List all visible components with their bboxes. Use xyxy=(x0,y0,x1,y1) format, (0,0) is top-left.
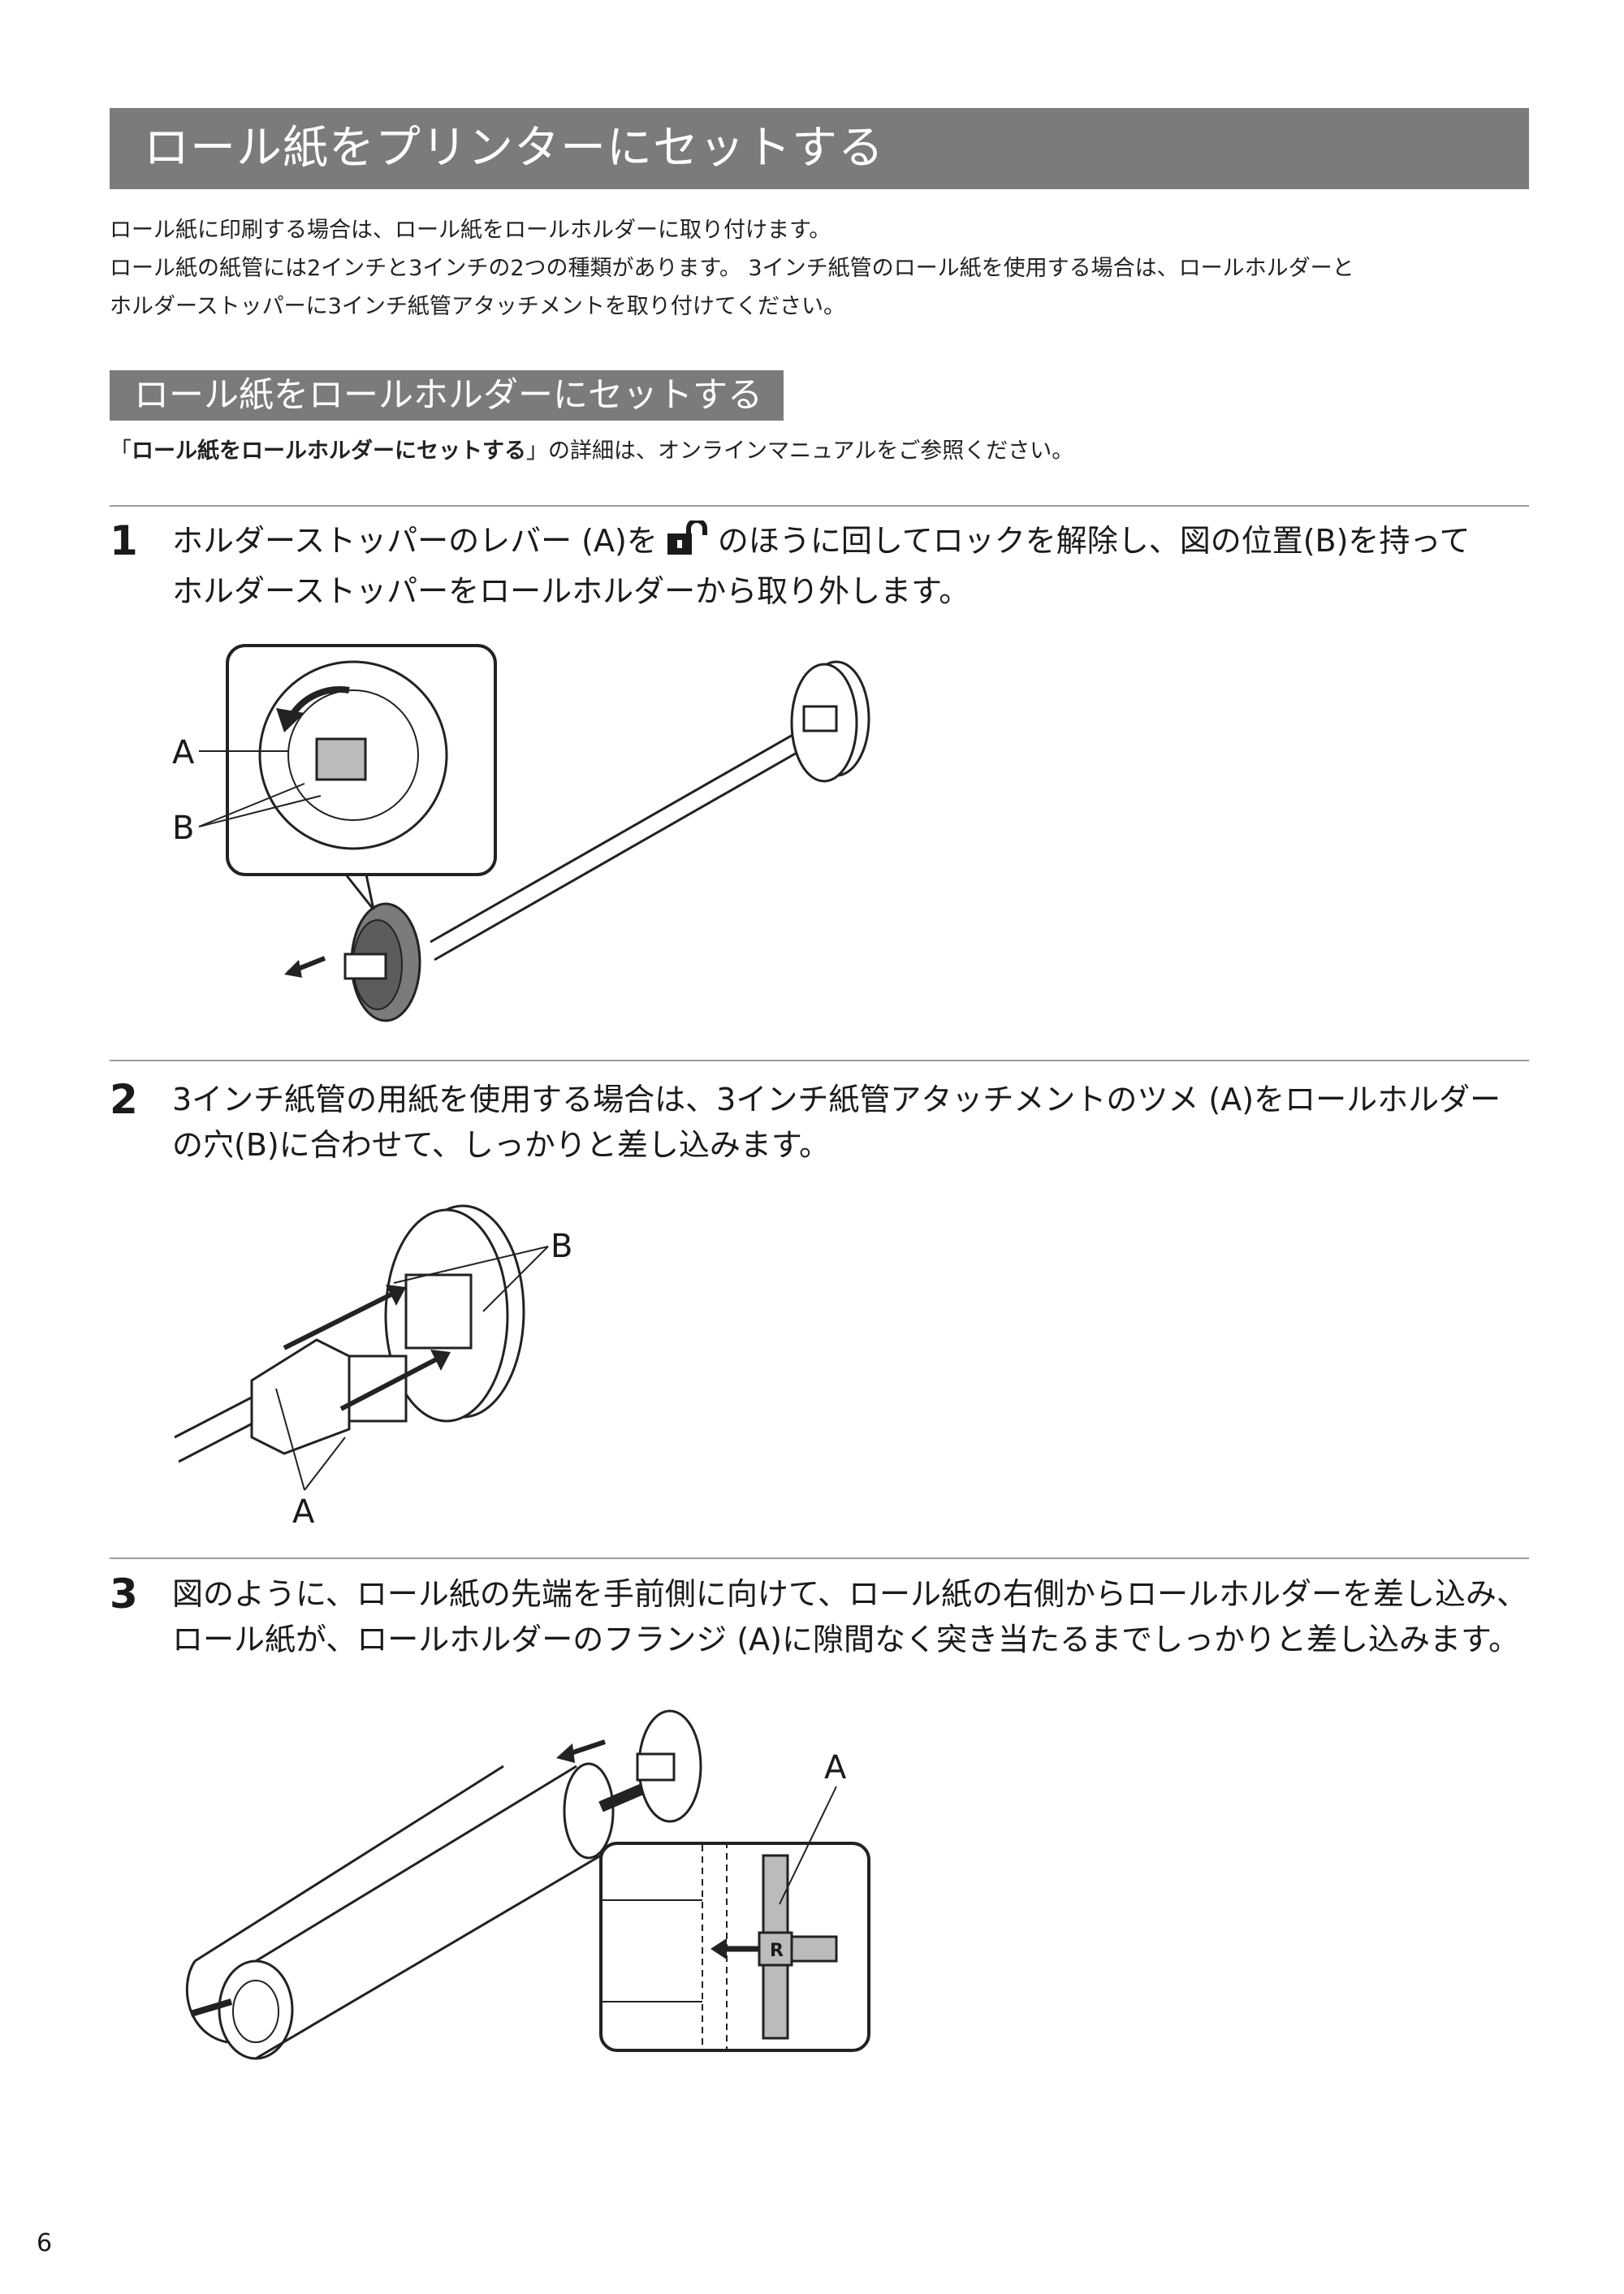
ref-rest-text: 」の詳細は、オンラインマニュアルをご参照ください。 xyxy=(526,438,1074,464)
step3-insert-arrow-head xyxy=(556,1743,575,1763)
label-b-leader-1 xyxy=(198,783,305,827)
step-3-line-2: ロール紙が、ロールホルダーのフランジ (A)に隙間なく突き当たるまでしっかりと差… xyxy=(172,1622,1520,1657)
step-2-number: 2 xyxy=(110,1076,138,1123)
attachment-3inch xyxy=(250,1338,351,1455)
holder-stopper-hub xyxy=(343,953,387,980)
step3-insert-arrow xyxy=(568,1739,606,1756)
step-3-illustration: A R xyxy=(185,1709,870,2060)
detail-lever xyxy=(315,737,367,781)
right-hub xyxy=(802,705,838,732)
step-3-line-1: 図のように、ロール紙の先端を手前側に向けて、ロール紙の右側からロールホルダーを差… xyxy=(172,1576,1527,1612)
intro-text: ロール紙に印刷する場合は、ロール紙をロールホルダーに取り付けます。 ロール紙の紙… xyxy=(110,211,1539,326)
label-a-leader-1 xyxy=(275,1388,305,1491)
step2-flange-hub xyxy=(404,1273,473,1350)
detail-shaft xyxy=(786,1935,838,1963)
step3-shaft-left xyxy=(189,1998,233,2017)
insert-arrow-lower-head xyxy=(430,1350,451,1371)
step-1-text-b: のほうに回してロックを解除し、図の位置(B)を持って xyxy=(717,523,1471,559)
insert-arrow-lower xyxy=(339,1354,444,1411)
label-b: B xyxy=(551,1228,572,1265)
label-b: B xyxy=(172,810,194,847)
shaft-bottom-edge xyxy=(434,731,833,961)
page-number: 6 xyxy=(37,2229,53,2257)
section-title: ロール紙をロールホルダーにセットする xyxy=(110,370,784,421)
label-r: R xyxy=(770,1941,784,1961)
rotate-arrow-head xyxy=(276,708,304,732)
label-a-leader-2 xyxy=(304,1436,346,1491)
step-1-text: ホルダーストッパーのレバー (A)を のほうに回してロックを解除し、図の位置(B)… xyxy=(172,518,1553,614)
step-1-divider xyxy=(110,505,1529,507)
label-b-leader-2 xyxy=(482,1246,549,1312)
insert-arrow-upper xyxy=(283,1289,400,1350)
label-a: A xyxy=(292,1493,315,1531)
step-1-number: 1 xyxy=(110,517,138,564)
roll-right-end xyxy=(563,1762,615,1860)
step-1-text-a: ホルダーストッパーのレバー (A)を xyxy=(172,523,658,559)
paper-edge-curl xyxy=(185,1960,228,2044)
label-a-leader xyxy=(779,1786,837,1905)
step-3-number: 3 xyxy=(110,1570,138,1618)
page-title: ロール紙をプリンターにセットする xyxy=(110,108,1529,189)
intro-line-3: ホルダーストッパーに3インチ紙管アタッチメントを取り付けてください。 xyxy=(110,294,846,319)
label-a: A xyxy=(824,1749,847,1786)
label-a: A xyxy=(172,734,195,771)
step-3-text: 図のように、ロール紙の先端を手前側に向けて、ロール紙の右側からロールホルダーを差… xyxy=(172,1571,1553,1662)
pull-arrow-head xyxy=(284,960,302,978)
ref-open-bracket: 「 xyxy=(110,438,132,464)
paper-edge-top xyxy=(194,1765,504,1963)
roll-core xyxy=(232,1980,279,2043)
step-1-line-2: ホルダーストッパーをロールホルダーから取り外します。 xyxy=(172,573,970,609)
step-1-illustration: A B xyxy=(172,644,870,1022)
label-b-leader-1 xyxy=(393,1246,549,1284)
insert-arrow-upper-head xyxy=(386,1285,406,1306)
rotate-arrow xyxy=(289,686,350,717)
detail-r-block xyxy=(758,1931,793,1967)
unlock-icon xyxy=(664,518,711,568)
callout-pointer xyxy=(341,870,375,910)
step-2-divider xyxy=(110,1060,1529,1061)
intro-line-2: ロール紙の紙管には2インチと3インチの2つの種類があります。 3インチ紙管のロー… xyxy=(110,256,1354,281)
step3-flange-hub xyxy=(636,1752,676,1782)
step-2-illustration: B A xyxy=(174,1204,572,1531)
intro-line-1: ロール紙に印刷する場合は、ロール紙をロールホルダーに取り付けます。 xyxy=(110,218,831,243)
shaft-top-edge xyxy=(430,713,829,944)
step-2-line-1: 3インチ紙管の用紙を使用する場合は、3インチ紙管アタッチメントのツメ (A)をロ… xyxy=(172,1082,1501,1117)
step-2-text: 3インチ紙管の用紙を使用する場合は、3インチ紙管アタッチメントのツメ (A)をロ… xyxy=(172,1077,1553,1168)
roll-bottom-edge xyxy=(255,1854,602,2060)
ref-link-text: ロール紙をロールホルダーにセットする xyxy=(132,438,526,464)
detail-push-arrow-head xyxy=(710,1938,727,1959)
label-b-leader-2 xyxy=(198,795,322,827)
manual-reference: 「ロール紙をロールホルダーにセットする」の詳細は、オンラインマニュアルをご参照く… xyxy=(110,435,1073,468)
roll-top-edge xyxy=(255,1765,577,1963)
step-2-line-2: の穴(B)に合わせて、しっかりと差し込みます。 xyxy=(172,1127,831,1163)
step-3-divider xyxy=(110,1557,1529,1559)
